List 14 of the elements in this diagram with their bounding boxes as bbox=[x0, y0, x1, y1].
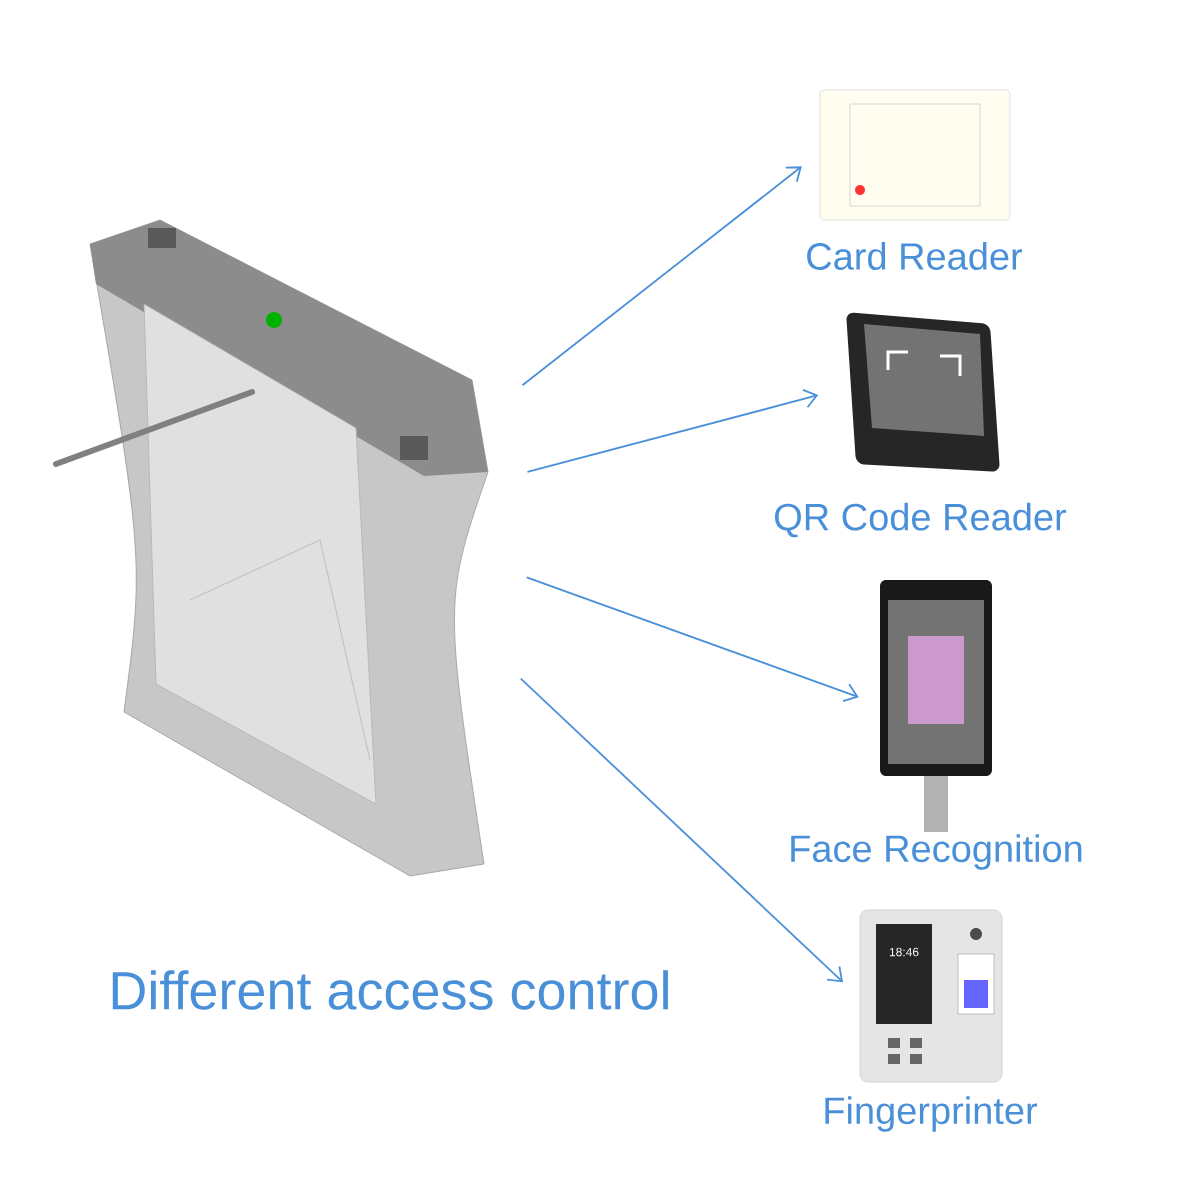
device-label: Fingerprinter bbox=[825, 1096, 1038, 1132]
arrow bbox=[519, 677, 844, 983]
arrow bbox=[526, 388, 819, 473]
fingerprint-terminal-drawing bbox=[859, 909, 1003, 1083]
turnstile-drawing bbox=[53, 219, 489, 877]
device-label: Card Reader bbox=[807, 242, 1023, 270]
face-terminal-drawing bbox=[880, 580, 992, 832]
arrow bbox=[521, 166, 802, 387]
qr-reader-drawing bbox=[846, 312, 1000, 472]
card-reader-drawing bbox=[819, 89, 1011, 221]
arrow bbox=[525, 576, 859, 702]
device-label: Face Recognition bbox=[791, 834, 1082, 870]
title: Different access control bbox=[112, 970, 668, 1010]
device-label: QR Code Reader bbox=[775, 502, 1067, 538]
